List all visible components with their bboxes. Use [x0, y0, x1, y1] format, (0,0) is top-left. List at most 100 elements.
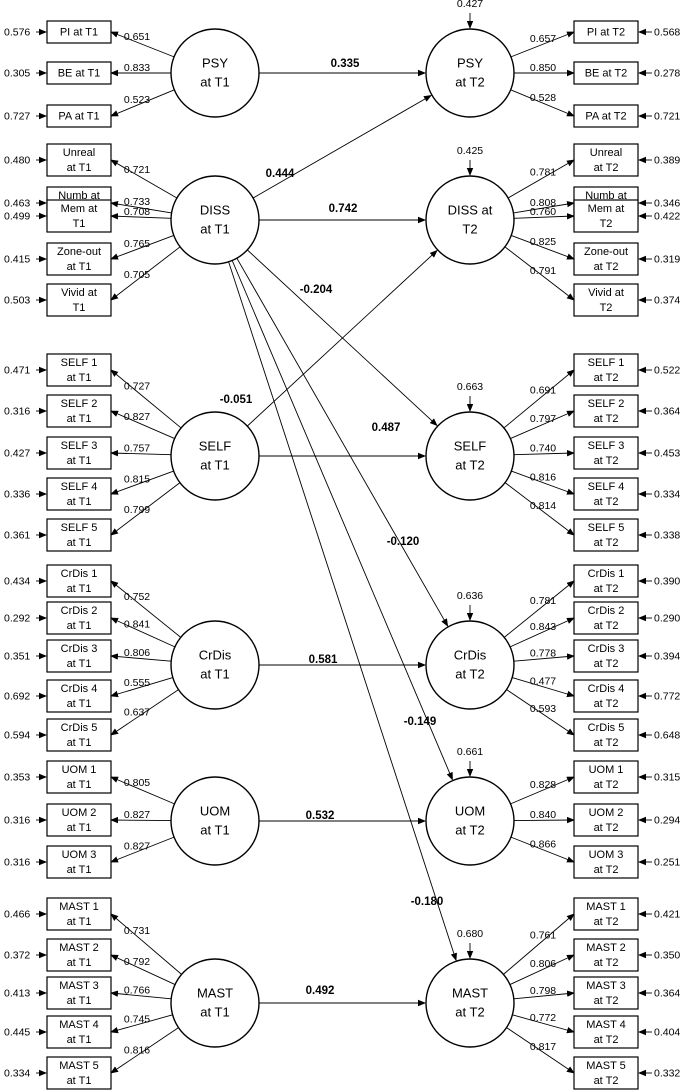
factor-loading: 0.841 [124, 619, 150, 631]
indicator-box [573, 760, 639, 794]
factor-loading: 0.778 [530, 647, 556, 659]
indicator-box [46, 938, 112, 972]
loading-arrow [110, 470, 174, 495]
error-variance: 0.471 [4, 364, 30, 376]
error-variance: 0.315 [654, 771, 680, 783]
indicator-label: MAST 4 [59, 1019, 99, 1031]
factor-loading: 0.731 [124, 925, 150, 937]
error-variance: 0.434 [4, 575, 30, 587]
indicator-box [46, 283, 112, 317]
factor-loading: 0.772 [530, 1012, 556, 1024]
factor-loading: 0.827 [124, 411, 150, 423]
error-variance: 0.390 [654, 575, 680, 587]
indicator-label: at T1 [67, 455, 92, 467]
loading-arrow [110, 954, 176, 985]
latent-circle [425, 620, 515, 710]
error-variance: 0.568 [654, 26, 680, 38]
factor-loading: 0.827 [124, 841, 150, 853]
indicator-label: at T1 [67, 261, 92, 273]
loading-arrow [509, 954, 575, 985]
factor-loading: 0.791 [530, 265, 556, 277]
indicator-label: UOM 3 [62, 849, 97, 861]
loading-arrow [511, 470, 575, 495]
latent-circle [170, 958, 260, 1048]
factor-loading: 0.833 [124, 62, 150, 74]
indicator-label: CrDis 2 [588, 605, 625, 617]
factor-loading: 0.866 [530, 839, 556, 851]
factor-loading: 0.843 [530, 621, 556, 633]
factor-loading: 0.705 [124, 269, 150, 281]
factor-loading: 0.850 [530, 62, 556, 74]
indicator-label: MAST 2 [586, 942, 626, 954]
indicator-label: at T2 [594, 995, 619, 1007]
indicator-box [573, 938, 639, 972]
indicator-box [573, 897, 639, 931]
error-variance: 0.772 [654, 690, 680, 702]
loading-arrow [110, 677, 173, 698]
residual-variance: 0.427 [457, 0, 483, 10]
indicator-label: at T2 [594, 957, 619, 969]
latent-circle [425, 175, 515, 265]
path-coefficient: -0.051 [220, 394, 253, 406]
indicator-label: Vivid at [588, 287, 624, 299]
loading-arrow [110, 990, 172, 1000]
error-variance: 0.364 [654, 405, 680, 417]
factor-loading: 0.806 [124, 647, 150, 659]
error-variance: 0.251 [654, 856, 680, 868]
indicator-box [573, 20, 639, 44]
error-variance: 0.463 [4, 197, 30, 209]
error-variance: 0.316 [4, 856, 30, 868]
factor-loading: 0.827 [124, 809, 150, 821]
indicator-label: Vivid at [61, 287, 97, 299]
indicator-label: at T1 [67, 995, 92, 1007]
latent-label: at T2 [455, 822, 484, 837]
loading-arrow [503, 369, 575, 429]
indicator-label: at T1 [67, 1034, 92, 1046]
loading-arrow [512, 677, 575, 698]
path-coefficient: -0.120 [387, 536, 420, 548]
indicator-label: at T1 [67, 620, 92, 632]
indicator-label: at T2 [594, 658, 619, 670]
latent-label: at T1 [200, 822, 229, 837]
indicator-box [573, 477, 639, 511]
factor-loading: 0.708 [124, 206, 150, 218]
factor-loading: 0.740 [530, 443, 556, 455]
latent-label: T2 [462, 221, 477, 236]
latent-circle [425, 411, 515, 501]
indicator-label: at T1 [67, 957, 92, 969]
indicator-label: MAST 5 [586, 1060, 626, 1072]
loading-arrow [510, 31, 575, 58]
loading-arrow [110, 159, 178, 199]
latent-label: DISS at [448, 202, 493, 217]
indicator-label: at T2 [594, 496, 619, 508]
indicator-label: at T2 [594, 864, 619, 876]
factor-loading: 0.805 [124, 777, 150, 789]
loading-arrow [110, 246, 181, 301]
factor-loading: 0.727 [124, 380, 150, 392]
error-variance: 0.727 [4, 110, 30, 122]
indicator-box [46, 518, 112, 552]
indicator-label: CrDis 3 [588, 643, 625, 655]
loading-arrow [513, 450, 575, 457]
indicator-label: at T1 [67, 658, 92, 670]
residual-variance: 0.425 [457, 145, 483, 157]
indicator-label: at T2 [594, 698, 619, 710]
indicator-box [573, 242, 639, 276]
latent-label: at T2 [455, 74, 484, 89]
loading-arrow [506, 1027, 575, 1074]
indicator-box [46, 1015, 112, 1049]
indicator-label: PA at T2 [585, 110, 626, 122]
latent-circle [170, 175, 260, 265]
indicator-box [573, 845, 639, 879]
error-variance: 0.692 [4, 690, 30, 702]
indicator-label: at T2 [594, 162, 619, 174]
factor-loading: 0.765 [124, 238, 150, 250]
indicator-label: CrDis 2 [61, 605, 98, 617]
path-coefficient: -0.180 [411, 896, 444, 908]
error-variance: 0.422 [654, 210, 680, 222]
loading-arrow [513, 213, 575, 220]
factor-loading: 0.760 [530, 206, 556, 218]
indicator-box [573, 283, 639, 317]
indicator-box [46, 477, 112, 511]
